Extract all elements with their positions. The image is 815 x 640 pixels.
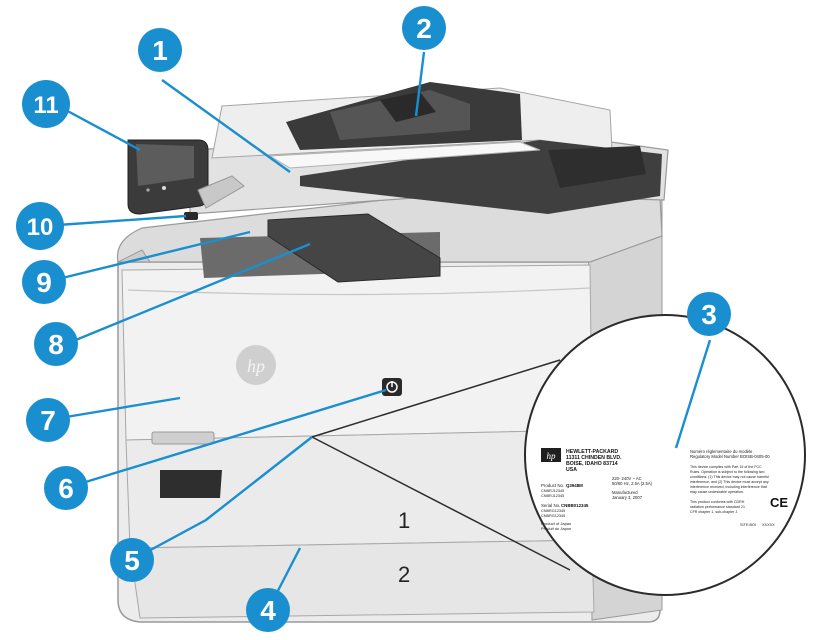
label-fcc-line-3: conditions: (1) This device may not caus… — [690, 475, 769, 479]
callout-8: 8 — [34, 322, 78, 366]
svg-text:hp: hp — [247, 356, 265, 376]
svg-text:5: 5 — [124, 545, 140, 576]
callout-9: 9 — [22, 260, 66, 304]
tray-2-handle — [160, 470, 222, 498]
svg-text:11: 11 — [33, 92, 58, 119]
callout-3: 3 — [687, 292, 731, 336]
label-fcc-line-1: This device complies with Part 15 of the… — [690, 465, 762, 469]
callout-11: 11 — [22, 80, 70, 128]
callout-5: 5 — [110, 538, 154, 582]
label-product-of-2: Produit du Japon — [541, 526, 571, 531]
tray-2 — [130, 540, 594, 618]
svg-text:6: 6 — [58, 473, 74, 504]
label-power-line-2: 50/60 Hz, 2.5A (2.5A) — [612, 481, 653, 486]
svg-text:4: 4 — [260, 595, 276, 626]
svg-text:hp: hp — [547, 451, 557, 461]
label-serial-code-1: CNBRG12345 — [541, 509, 565, 513]
svg-text:8: 8 — [48, 329, 64, 360]
label-cdrh-line-1: This product conforms with CDRH — [690, 500, 745, 504]
tray-2-number: 2 — [398, 562, 410, 587]
callout-7: 7 — [26, 398, 70, 442]
label-cdrh-line-3: CFR chapter 1, sub-chapter J. — [690, 510, 738, 514]
callout-2: 2 — [402, 6, 446, 50]
label-regulatory-line-2: Regulatory Model Number BOISB-0405-00 — [690, 454, 770, 459]
callout-4: 4 — [246, 588, 290, 632]
hp-logo: hp — [236, 345, 276, 385]
label-company-line-4: USA — [566, 467, 577, 473]
label-footer-code-1: SITE:BOI — [740, 523, 756, 527]
svg-text:10: 10 — [27, 214, 54, 241]
label-serial-code-2: CNBRG12345 — [541, 514, 565, 518]
label-product-code-2: CNBRJ12345 — [541, 494, 564, 498]
svg-text:7: 7 — [40, 405, 56, 436]
usb-port[interactable] — [184, 212, 198, 220]
callout-1: 1 — [138, 28, 182, 72]
callout-6: 6 — [44, 466, 88, 510]
home-button[interactable] — [162, 186, 166, 190]
back-button[interactable] — [146, 188, 149, 191]
label-fcc-line-6: may cause undesirable operation. — [690, 490, 744, 494]
label-product-no-value: Q3948M — [566, 483, 583, 488]
svg-text:1: 1 — [152, 35, 168, 66]
tray-1-number: 1 — [398, 508, 410, 533]
label-fcc-line-4: interference, and (2) This device must a… — [690, 480, 769, 484]
label-product-code-1: CNBRJ12345 — [541, 489, 564, 493]
power-button[interactable] — [382, 378, 402, 396]
label-footer-code-2: XXXXX — [762, 523, 775, 527]
svg-text:9: 9 — [36, 267, 52, 298]
callout-10: 10 — [16, 202, 64, 250]
svg-text:3: 3 — [701, 299, 717, 330]
label-cdrh-line-2: radiation performance standard 21 — [690, 505, 745, 509]
svg-text:2: 2 — [416, 13, 432, 44]
label-manufactured-date: January 3, 2007 — [612, 495, 643, 500]
label-fcc-line-2: Rules. Operation is subject to the follo… — [690, 470, 765, 474]
label-serial-value: CNBB012345 — [561, 503, 589, 508]
ce-mark: CE — [770, 495, 788, 510]
label-serial-label: Serial No. — [541, 503, 560, 508]
label-product-no-label: Product No. — [541, 483, 564, 488]
tray-1-handle — [152, 432, 214, 444]
label-fcc-line-5: interference received, including interfe… — [690, 485, 767, 489]
